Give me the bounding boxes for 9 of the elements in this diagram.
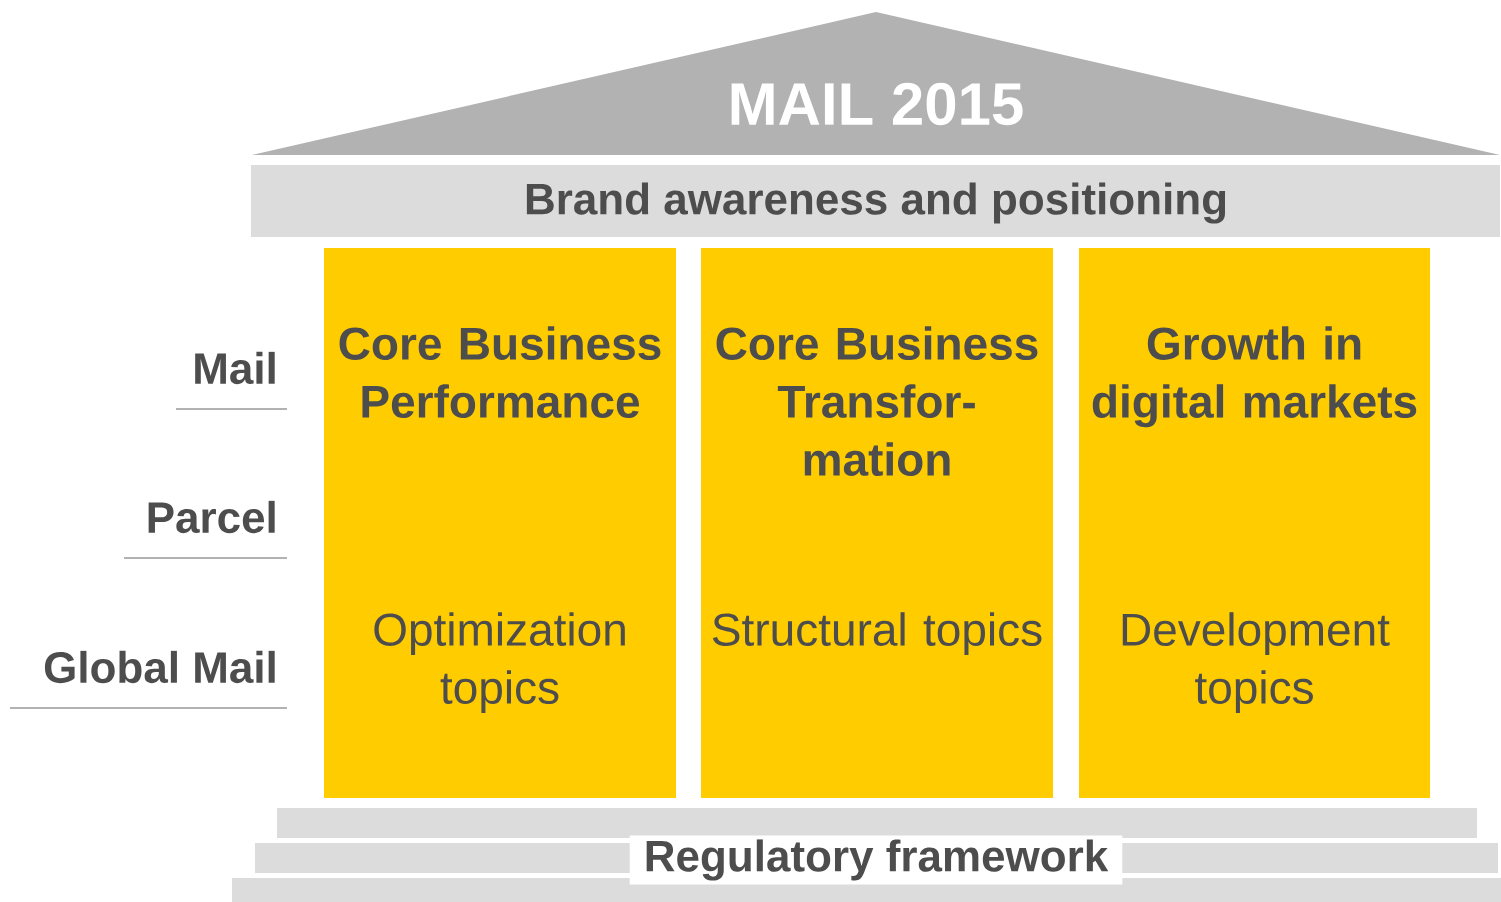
- side-label: Mail: [195, 351, 275, 385]
- base-steps: Regulatory framework: [232, 808, 1501, 902]
- side-label: Global Mail: [44, 650, 275, 684]
- pillar: Core Business Transfor- mation Structural topics: [701, 248, 1053, 798]
- roof-triangle: MAIL 2015: [252, 12, 1500, 155]
- beam-band: Brand awareness and positioning: [251, 165, 1500, 237]
- pillar: Core Business Performance Optimization topics: [324, 248, 676, 798]
- side-label: Parcel: [148, 500, 275, 534]
- pillar: Growth in digital markets Development topics: [1079, 248, 1430, 798]
